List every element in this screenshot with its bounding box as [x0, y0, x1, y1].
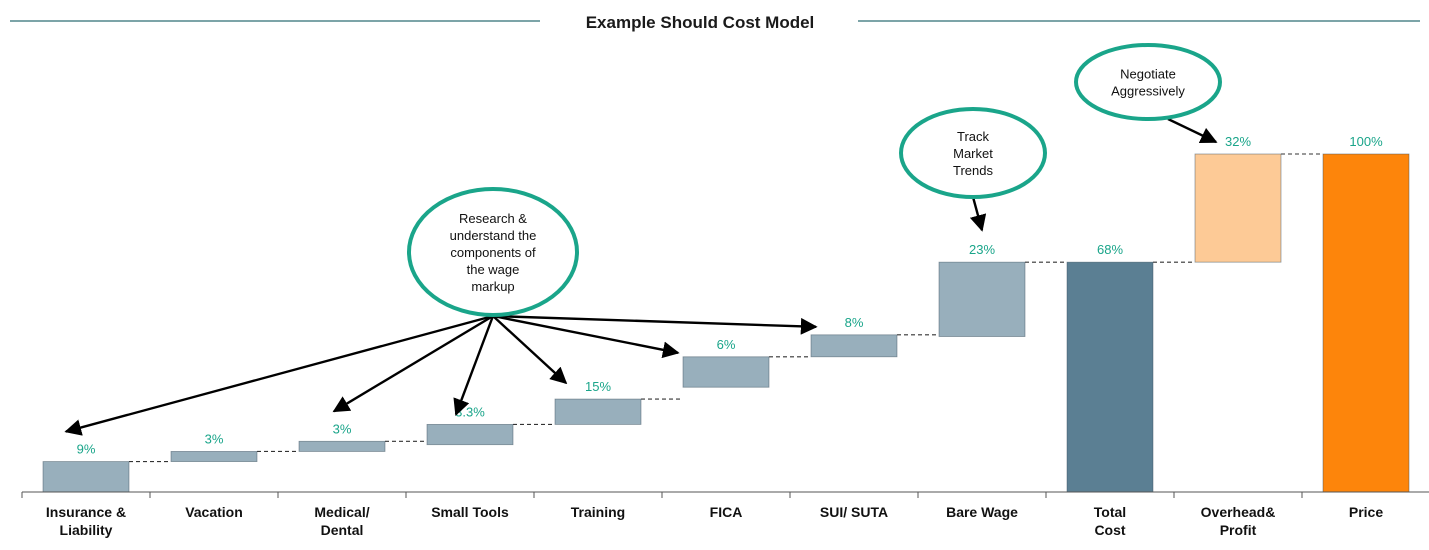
category-label-5: FICA	[710, 504, 743, 520]
callout-bubble-1	[899, 107, 1047, 199]
category-label-4: Training	[571, 504, 625, 520]
callout-arrow-0-2	[332, 314, 494, 413]
value-label-1: 3%	[205, 431, 224, 446]
callout-bubble-0	[407, 187, 579, 317]
bar-1	[170, 451, 258, 462]
callout-bubble-2	[1074, 43, 1222, 121]
value-label-5: 6%	[717, 337, 736, 352]
category-label-10: Price	[1349, 504, 1383, 520]
callout-arrow-0-0	[64, 314, 494, 436]
callout-arrow-0-3	[453, 315, 495, 416]
x-axis	[21, 491, 1429, 498]
bar-6	[810, 334, 898, 358]
callout-arrow-1-7	[969, 196, 987, 232]
value-label-7: 23%	[969, 242, 995, 257]
chart-title: Example Should Cost Model	[586, 13, 815, 32]
value-label-6: 8%	[845, 315, 864, 330]
category-label-2: Medical/Dental	[314, 504, 369, 538]
value-labels: 9%3%3%3.3%15%6%8%23%68%32%100%	[77, 134, 1383, 457]
category-label-1: Vacation	[185, 504, 243, 520]
value-label-10: 100%	[1349, 134, 1383, 149]
bar-5	[682, 356, 770, 388]
bar-0	[42, 461, 130, 493]
callout-arrow-0-4	[492, 315, 568, 385]
value-label-8: 68%	[1097, 242, 1123, 257]
value-label-9: 32%	[1225, 134, 1251, 149]
connector-lines	[129, 153, 1323, 463]
value-label-4: 15%	[585, 379, 611, 394]
bar-9	[1194, 153, 1282, 263]
category-label-9: Overhead&Profit	[1201, 504, 1276, 538]
bar-3	[426, 423, 514, 446]
bars	[42, 153, 1410, 493]
bar-7	[938, 261, 1026, 337]
category-label-6: SUI/ SUTA	[820, 504, 888, 520]
category-label-7: Bare Wage	[946, 504, 1018, 520]
bar-8	[1066, 261, 1154, 493]
callout-arrow-2-9	[1167, 117, 1218, 144]
category-label-3: Small Tools	[431, 504, 509, 520]
bar-10	[1322, 153, 1410, 493]
value-label-2: 3%	[333, 421, 352, 436]
callout-arrow-0-6	[492, 314, 818, 335]
category-labels: Insurance &Liability Vacation Medical/Dent…	[46, 504, 1383, 538]
value-label-0: 9%	[77, 442, 96, 457]
callout-arrow-0-5	[492, 314, 680, 359]
bar-2	[298, 440, 386, 452]
bar-4	[554, 398, 642, 425]
category-label-0: Insurance &Liability	[46, 504, 126, 538]
